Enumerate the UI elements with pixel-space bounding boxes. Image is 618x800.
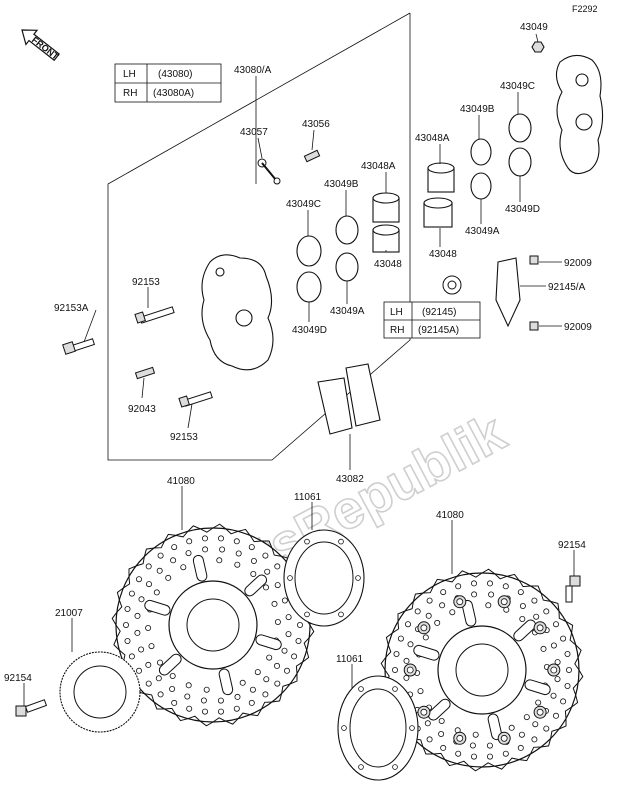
- label-43049b-right: 43049B: [460, 104, 495, 115]
- figure-code: F2292: [572, 4, 598, 14]
- caliper-rh-part: (43080A): [153, 88, 194, 99]
- label-43049-top: 43049: [520, 22, 548, 33]
- seal-43049c-right: [508, 113, 532, 143]
- label-41080-left: 41080: [167, 476, 195, 487]
- seal-43049b-middle: [335, 215, 359, 245]
- label-11061-bottom: 11061: [336, 654, 364, 665]
- label-92153-bottom: 92153: [170, 432, 198, 443]
- bracket-variant-table: LH (92145) RH (92145A): [383, 301, 481, 339]
- seal-43049b-right: [470, 138, 492, 166]
- label-43049c-right: 43049C: [500, 81, 535, 92]
- label-43048a-right: 43048A: [415, 133, 450, 144]
- gasket-11061-bottom: [337, 675, 419, 781]
- bleeder-nut: [531, 41, 545, 53]
- bleeder-43056: [303, 149, 321, 163]
- front-arrow-icon: FRONT: [21, 29, 61, 62]
- label-92154-right: 92154: [558, 540, 586, 551]
- label-92153a: 92153A: [54, 303, 89, 314]
- piston-43048a-right: [427, 162, 455, 193]
- label-43082: 43082: [336, 474, 364, 485]
- label-43049b-middle: 43049B: [324, 179, 359, 190]
- bracket-lh-side: LH: [390, 307, 403, 318]
- bracket-lh-part: (92145): [422, 307, 456, 318]
- front-label: FRONT: [30, 35, 61, 62]
- label-43049d-middle: 43049D: [292, 325, 327, 336]
- label-43048-middle: 43048: [374, 259, 402, 270]
- caliper-lh-part: (43080): [158, 69, 192, 80]
- bolt-92154-left: [15, 699, 48, 717]
- label-11061-top: 11061: [294, 492, 322, 503]
- bolt-92154-right: [565, 575, 581, 603]
- disc-rim: [111, 523, 315, 727]
- piston-43048-right: [423, 197, 453, 228]
- label-21007: 21007: [55, 608, 83, 619]
- label-43049c-middle: 43049C: [286, 199, 321, 210]
- seal-43049c-middle: [296, 235, 322, 267]
- label-43080a: 43080/A: [234, 65, 272, 76]
- brake-disc-right: [380, 568, 584, 772]
- caliper-inner-hole: [215, 267, 225, 277]
- label-92154-left: 92154: [4, 673, 32, 684]
- caliper-inner-bore: [235, 309, 253, 327]
- caliper-outer-half: [555, 54, 604, 175]
- label-92153-top: 92153: [132, 277, 160, 288]
- disc-carrier-slots: [144, 554, 282, 696]
- part-labels: 43049 43080/A 43049C 43049B 43057 43056 …: [4, 22, 592, 684]
- disc-carrier-slots: [413, 599, 551, 741]
- bracket-rh-part: (92145A): [418, 325, 459, 336]
- caliper-lh-side: LH: [123, 69, 136, 80]
- label-43049a-middle: 43049A: [330, 306, 365, 317]
- caliper-variant-table: LH (43080) RH (43080A): [114, 63, 222, 103]
- pin-43057: [257, 158, 281, 185]
- gasket-11061-top: [283, 529, 365, 627]
- label-92009-bottom: 92009: [564, 322, 592, 333]
- sensor-ring-21007: [59, 651, 141, 733]
- brake-pads-43082: [317, 363, 381, 435]
- label-92009-top: 92009: [564, 258, 592, 269]
- seal-43049d-right: [508, 147, 532, 177]
- label-43057: 43057: [240, 127, 268, 138]
- seal-43049d-middle: [296, 271, 322, 303]
- disc-rim: [380, 568, 584, 772]
- bolt-92153-top: [134, 306, 175, 324]
- leader-lines: [23, 33, 575, 706]
- brake-disc-left: [111, 523, 315, 727]
- caliper-inner-half: [201, 254, 274, 371]
- caliper-rh-side: RH: [123, 88, 137, 99]
- caliper-outer-bore-2: [575, 113, 593, 131]
- label-43049d-right: 43049D: [505, 204, 540, 215]
- piston-43048a-middle: [372, 192, 400, 223]
- seal-43049a-middle: [335, 252, 359, 282]
- caliper-outer-bore: [575, 73, 589, 87]
- pin-92043: [134, 366, 156, 380]
- gear-icon: [442, 275, 462, 295]
- caliper-assembly-outline: [107, 12, 411, 461]
- piston-43048-middle: [372, 224, 400, 253]
- label-92043: 92043: [128, 404, 156, 415]
- bracket-rh-side: RH: [390, 325, 404, 336]
- label-43056: 43056: [302, 119, 330, 130]
- label-41080-right: 41080: [436, 510, 464, 521]
- bolt-92153a: [62, 338, 96, 355]
- label-43049a-right: 43049A: [465, 226, 500, 237]
- label-92145a: 92145/A: [548, 282, 586, 293]
- pad-spring-92145: [495, 255, 539, 331]
- disc-floating-buttons: [403, 595, 561, 745]
- label-43048a-middle: 43048A: [361, 161, 396, 172]
- bolt-92153-bottom: [178, 391, 213, 408]
- seal-43049a-right: [470, 172, 492, 200]
- label-43048-right: 43048: [429, 249, 457, 260]
